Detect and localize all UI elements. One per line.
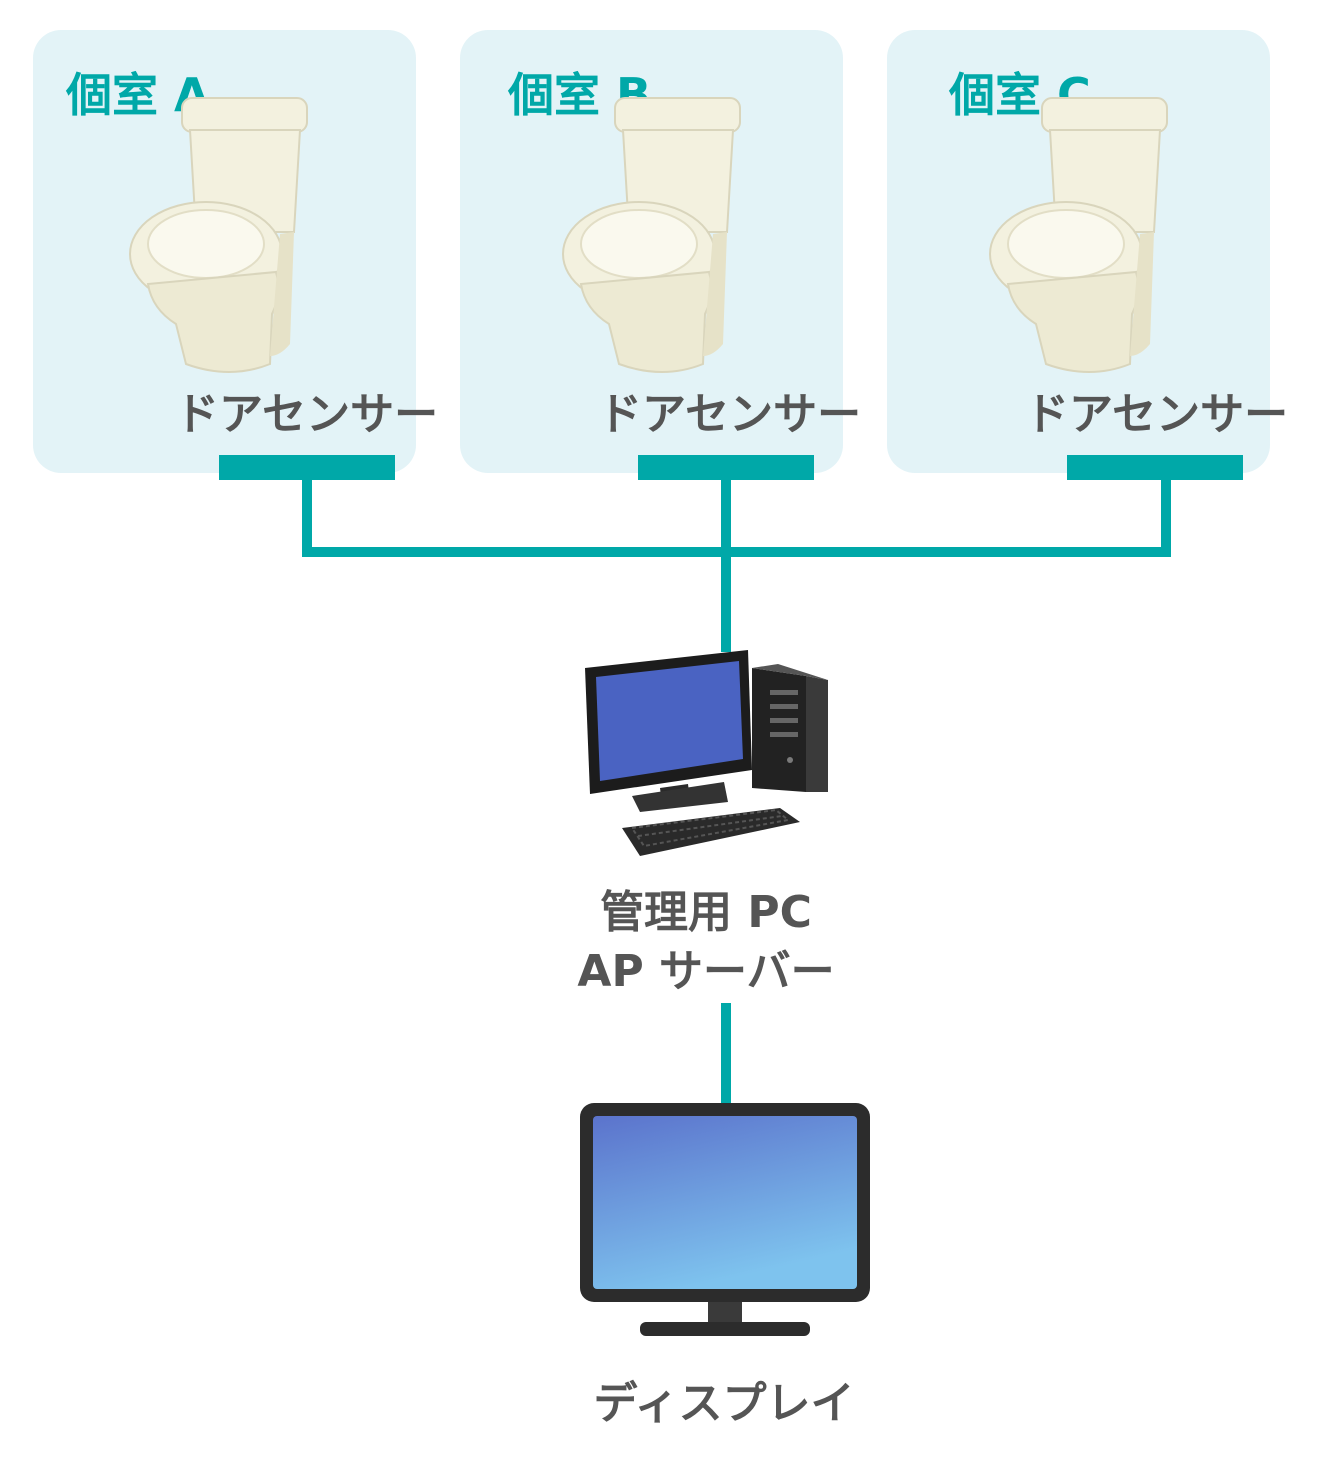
display-label: ディスプレイ [594, 1378, 855, 1429]
server-label-line1: 管理用 PC [600, 887, 812, 938]
room-a: 個室 A ドアセンサー [33, 30, 438, 480]
room-c: 個室 C ドアセンサー [887, 30, 1288, 480]
toilet-icon [562, 97, 741, 373]
network-lines [302, 478, 1171, 1105]
toilet-icon [129, 97, 308, 373]
room-b-sensor-label: ドアセンサー [598, 389, 861, 440]
room-c-sensor-label: ドアセンサー [1025, 389, 1288, 440]
toilet-icon [989, 97, 1168, 373]
desktop-pc-icon [585, 650, 828, 856]
room-a-door-sensor [219, 455, 395, 480]
server-label-line2: AP サーバー [577, 946, 834, 997]
room-b: 個室 B ドアセンサー [460, 30, 861, 480]
room-b-door-sensor [638, 455, 814, 480]
room-c-door-sensor [1067, 455, 1243, 480]
monitor-icon [580, 1103, 870, 1336]
room-a-sensor-label: ドアセンサー [175, 389, 438, 440]
